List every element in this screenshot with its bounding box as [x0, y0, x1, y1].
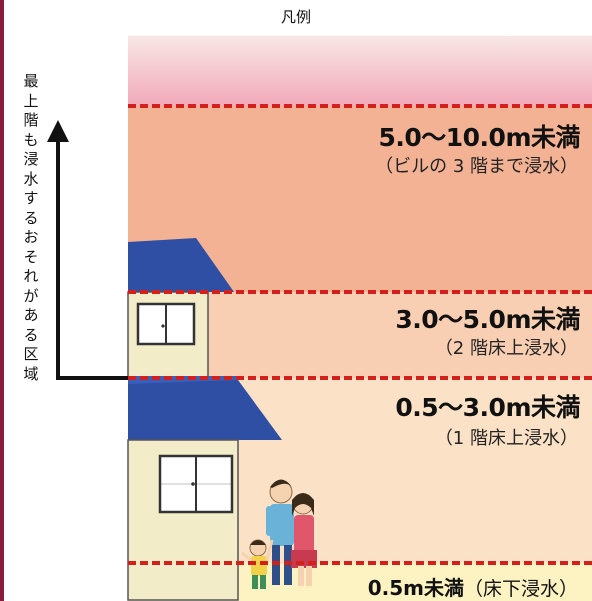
band-sublabel-05-3m: （1 階床上浸水） [434, 428, 578, 449]
arrow-line [56, 140, 128, 380]
boundary-05m [128, 561, 592, 565]
band-label-under-05m: 0.5m未満（床下浸水） [368, 572, 578, 601]
band-label-under-05m-main: 0.5m未満 [367, 576, 464, 600]
band-sublabel-5-10m: （ビルの 3 階まで浸水） [375, 156, 578, 177]
legend-title: 凡例 [280, 8, 311, 26]
side-label-vertical: 最上階も浸水するおそれがある区域 [23, 72, 39, 383]
boundary-3m [128, 376, 592, 380]
family-icon [241, 479, 317, 589]
band-over-10m [128, 36, 592, 106]
arrow-up-icon [47, 120, 69, 142]
band-sublabel-3-5m: （2 階床上浸水） [434, 338, 578, 359]
boundary-10m [128, 104, 592, 108]
boundary-5m [128, 290, 592, 294]
lower-roof [128, 380, 282, 440]
band-label-5-10m: 5.0〜10.0m未満 [378, 123, 580, 152]
band-label-05-3m: 0.5〜3.0m未満 [395, 393, 580, 422]
upper-roof [128, 238, 234, 292]
band-label-under-05m-sub: （床下浸水） [463, 578, 578, 600]
left-accent-bar [0, 0, 4, 601]
band-label-3-5m: 3.0〜5.0m未満 [395, 305, 580, 334]
